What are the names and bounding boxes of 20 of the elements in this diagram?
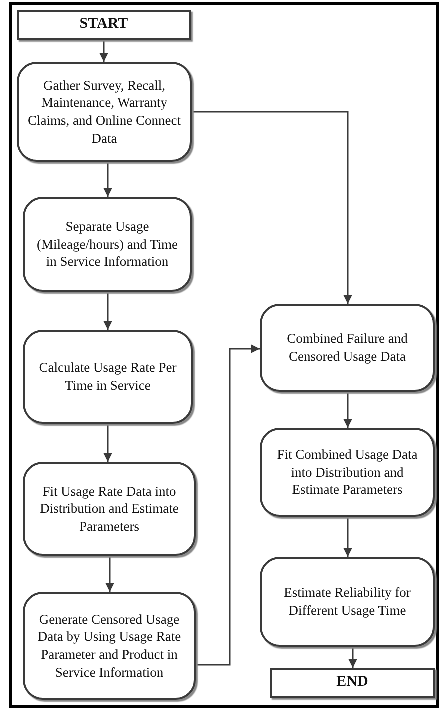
arrow <box>104 424 112 462</box>
process-box: Estimate Reliability for Different Usage Time <box>260 557 435 647</box>
arrow <box>344 392 352 428</box>
arrow <box>196 344 260 666</box>
terminal-box: START <box>17 10 191 40</box>
arrow <box>100 40 108 62</box>
terminal-box: END <box>270 668 435 698</box>
process-box: Calculate Usage Rate Per Time in Service <box>23 330 193 424</box>
arrow <box>106 556 114 592</box>
arrow <box>192 111 352 304</box>
process-box: Generate Censored Usage Data by Using Usage Rate Parameter and Product in Service Information <box>23 592 196 700</box>
arrow <box>344 517 352 557</box>
process-box: Separate Usage (Mileage/hours) and Time in Service Information <box>23 197 192 292</box>
process-box: Combined Failure and Censored Usage Data <box>260 304 435 392</box>
arrow <box>348 647 358 668</box>
arrow <box>104 162 112 197</box>
arrow <box>104 292 112 330</box>
process-box: Fit Combined Usage Data into Distribution and Estimate Parameters <box>260 428 435 517</box>
process-box: Fit Usage Rate Data into Distribution and Estimate Parameters <box>23 462 196 556</box>
process-box: Gather Survey, Recall, Maintenance, Warranty Claims, and Online Connect Data <box>17 62 192 162</box>
